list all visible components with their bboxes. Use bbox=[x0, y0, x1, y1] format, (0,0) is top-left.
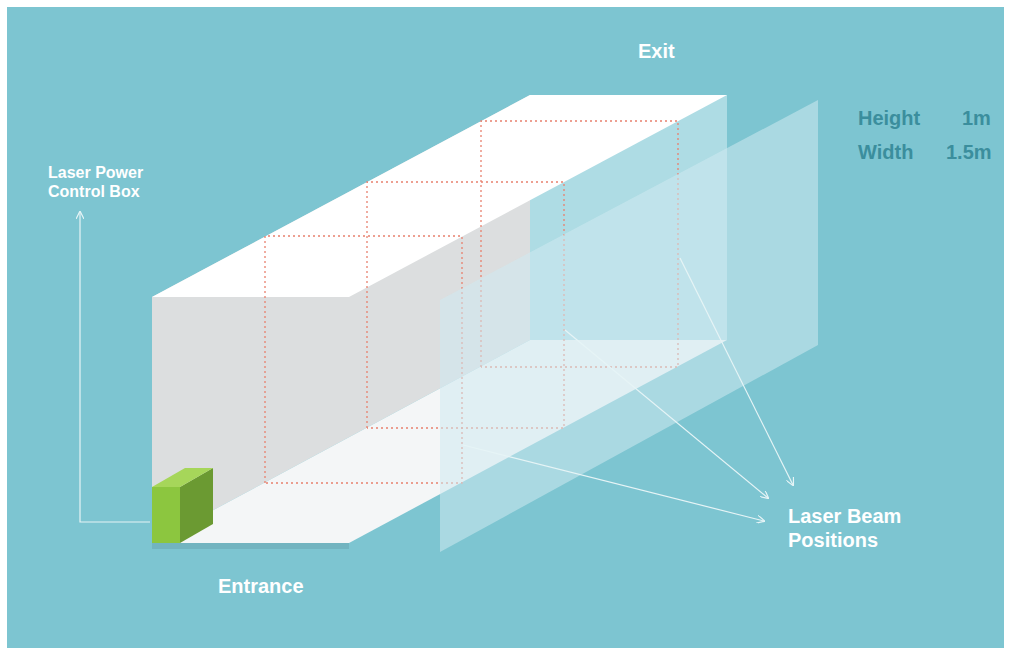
leader-lines bbox=[80, 212, 793, 522]
entrance-panel bbox=[440, 100, 818, 552]
dimension-value: 1.5m bbox=[946, 140, 992, 164]
dimension-value: 1m bbox=[962, 106, 991, 130]
exit-label: Exit bbox=[638, 39, 675, 63]
entrance-label: Entrance bbox=[218, 574, 304, 598]
component-label: Laser Power Control Box bbox=[48, 163, 178, 201]
floor-edge bbox=[152, 543, 349, 549]
dimension-label: Width bbox=[858, 140, 913, 164]
dimension-label: Height bbox=[858, 106, 920, 130]
callout-label: Laser Beam Positions bbox=[788, 504, 938, 552]
laser-power-control-box bbox=[152, 468, 213, 543]
